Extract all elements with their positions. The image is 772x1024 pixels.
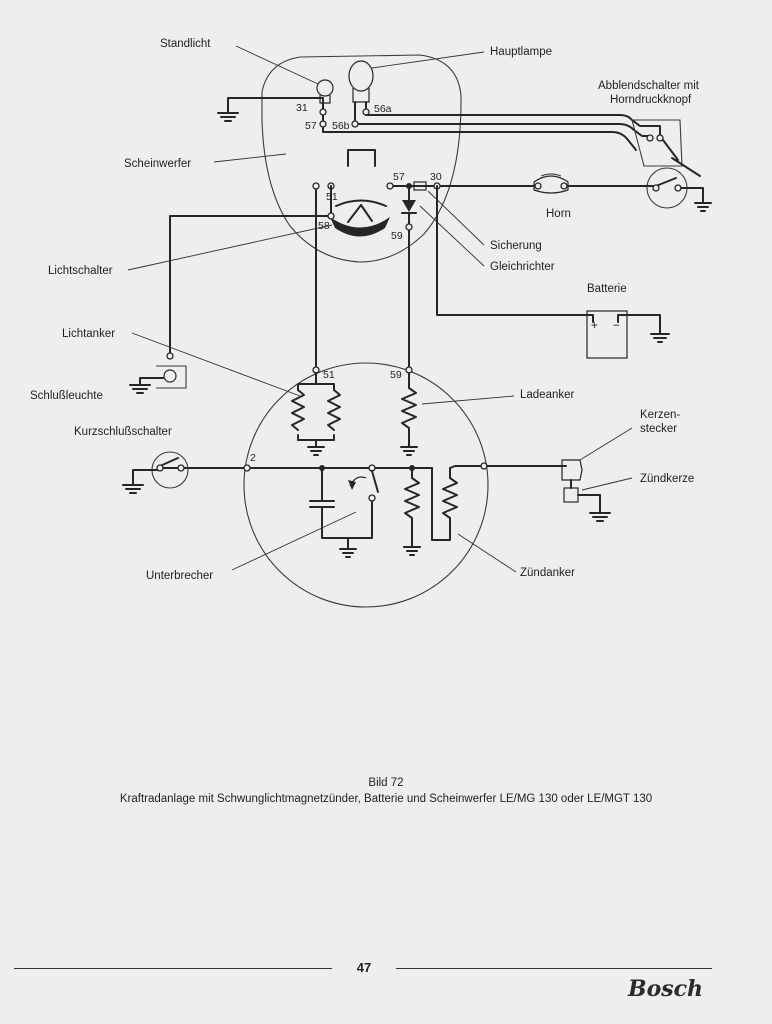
tail-light bbox=[129, 352, 187, 394]
battery bbox=[586, 310, 670, 359]
headlamp-housing bbox=[261, 54, 462, 263]
terminal-58: 58 bbox=[318, 220, 330, 232]
terminal-31: 31 bbox=[296, 102, 308, 114]
label-kerzenstecker-2: stecker bbox=[640, 423, 677, 435]
terminal-59-magneto: 59 bbox=[390, 369, 402, 381]
label-standlicht: Standlicht bbox=[160, 38, 211, 50]
wiring-diagram: Standlicht Hauptlampe Abblendschalter mi… bbox=[30, 38, 712, 608]
label-gleichrichter: Gleichrichter bbox=[490, 261, 555, 273]
label-ladeanker: Ladeanker bbox=[520, 389, 575, 401]
label-abblendschalter-1: Abblendschalter mit bbox=[598, 80, 700, 92]
label-schlussleuchte: Schlußleuchte bbox=[30, 390, 103, 402]
label-hauptlampe: Hauptlampe bbox=[490, 46, 552, 58]
label-kurzschlussschalter: Kurzschlußschalter bbox=[74, 426, 172, 438]
terminal-51-switch: 51 bbox=[326, 191, 338, 203]
capacitor bbox=[309, 467, 373, 558]
label-lichtanker: Lichtanker bbox=[62, 328, 115, 340]
ground-31-wire bbox=[217, 97, 324, 122]
label-sicherung: Sicherung bbox=[490, 240, 542, 252]
label-scheinwerfer: Scheinwerfer bbox=[124, 158, 191, 170]
battery-minus: − bbox=[613, 320, 620, 332]
spark-plug bbox=[561, 459, 611, 522]
terminal-51-magneto: 51 bbox=[323, 369, 335, 381]
footer-rule-left bbox=[14, 968, 332, 969]
charging-armature-coil bbox=[400, 366, 418, 456]
footer-rule-right bbox=[396, 968, 712, 969]
horn-button bbox=[646, 167, 712, 212]
label-horn: Horn bbox=[546, 208, 571, 220]
light-armature-coil bbox=[291, 366, 341, 456]
label-unterbrecher: Unterbrecher bbox=[146, 570, 213, 582]
kill-switch bbox=[122, 451, 189, 494]
label-lichtschalter: Lichtschalter bbox=[48, 265, 113, 277]
magneto-housing bbox=[243, 362, 489, 608]
fuse bbox=[413, 181, 427, 191]
terminal-56b: 56b bbox=[332, 120, 350, 132]
terminal-57-switch: 57 bbox=[393, 171, 405, 183]
battery-wire bbox=[436, 185, 594, 323]
terminal-30: 30 bbox=[430, 171, 442, 183]
ignition-armature bbox=[403, 462, 567, 556]
terminal-57-headlamp: 57 bbox=[305, 120, 317, 132]
contact-breaker bbox=[348, 464, 379, 502]
label-batterie: Batterie bbox=[587, 283, 627, 295]
tail-light-wire bbox=[169, 185, 332, 367]
dimmer-switch bbox=[631, 119, 701, 177]
figure-caption: Kraftradanlage mit Schwunglichtmagnetzün… bbox=[119, 793, 653, 805]
label-kerzenstecker-1: Kerzen- bbox=[640, 409, 680, 421]
battery-plus: + bbox=[591, 320, 598, 332]
page-number: 47 bbox=[356, 960, 372, 975]
main-lamp-bulb bbox=[348, 60, 374, 103]
label-zuendkerze: Zündkerze bbox=[640, 473, 694, 485]
terminal-2: 2 bbox=[250, 452, 256, 464]
terminal-59-switch: 59 bbox=[391, 230, 403, 242]
headlamp-wires bbox=[322, 101, 661, 167]
leader-lines bbox=[127, 45, 633, 573]
bosch-logo: Bosch bbox=[628, 976, 704, 1002]
parking-light-bulb bbox=[316, 79, 334, 113]
label-zuendanker: Zündanker bbox=[520, 567, 575, 579]
figure-number: Bild 72 bbox=[368, 777, 404, 789]
rectifier bbox=[401, 185, 417, 369]
horn bbox=[533, 173, 569, 194]
terminal-56a: 56a bbox=[374, 103, 392, 115]
light-switch bbox=[327, 182, 394, 237]
label-abblendschalter-2: Horndruckknopf bbox=[610, 94, 692, 106]
